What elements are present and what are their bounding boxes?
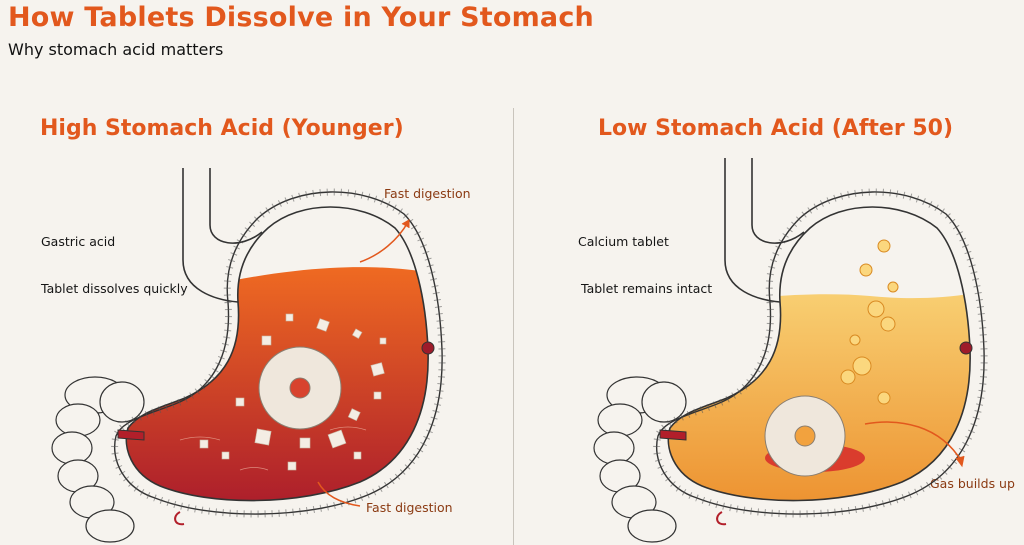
right-intestine	[593, 376, 687, 543]
fast-digestion-arrow-top	[359, 221, 409, 263]
tablet-intact-label: Tablet remains intact	[581, 281, 713, 296]
tablet-dissolves-label: Tablet dissolves quickly	[41, 281, 188, 296]
right-pylorus	[659, 429, 687, 441]
page-title: How Tablets Dissolve in Your Stomach	[8, 2, 594, 33]
right-valve-dot	[959, 341, 973, 355]
right-stomach-wall	[667, 206, 971, 502]
gastric-acid-label: Gastric acid	[41, 234, 116, 249]
left-valve-dot	[421, 341, 435, 355]
left-panel-heading: High Stomach Acid (Younger)	[40, 116, 404, 141]
right-stomach	[593, 158, 988, 543]
gas-builds-up-callout: Gas builds up	[930, 476, 1015, 491]
fast-digestion-arrow-bottom	[317, 481, 361, 507]
gas-builds-up-arrow	[864, 421, 963, 463]
fast-digestion-callout-bottom: Fast digestion	[366, 500, 453, 515]
calcium-tablet-label: Calcium tablet	[578, 234, 669, 249]
left-pylorus	[117, 429, 145, 441]
gas-bubbles	[840, 239, 899, 405]
left-stomach-wall	[125, 206, 429, 502]
tablet-fragments	[199, 313, 387, 471]
intact-tablet	[764, 395, 846, 477]
page-subtitle: Why stomach acid matters	[8, 40, 224, 59]
left-stomach	[51, 168, 446, 543]
dissolving-tablet	[258, 346, 342, 430]
left-intestine	[51, 376, 145, 543]
fast-digestion-callout-top: Fast digestion	[384, 186, 471, 201]
right-esophagus	[724, 158, 805, 303]
right-panel-heading: Low Stomach Acid (After 50)	[598, 116, 954, 141]
panel-divider	[513, 108, 514, 545]
left-esophagus	[182, 168, 263, 303]
